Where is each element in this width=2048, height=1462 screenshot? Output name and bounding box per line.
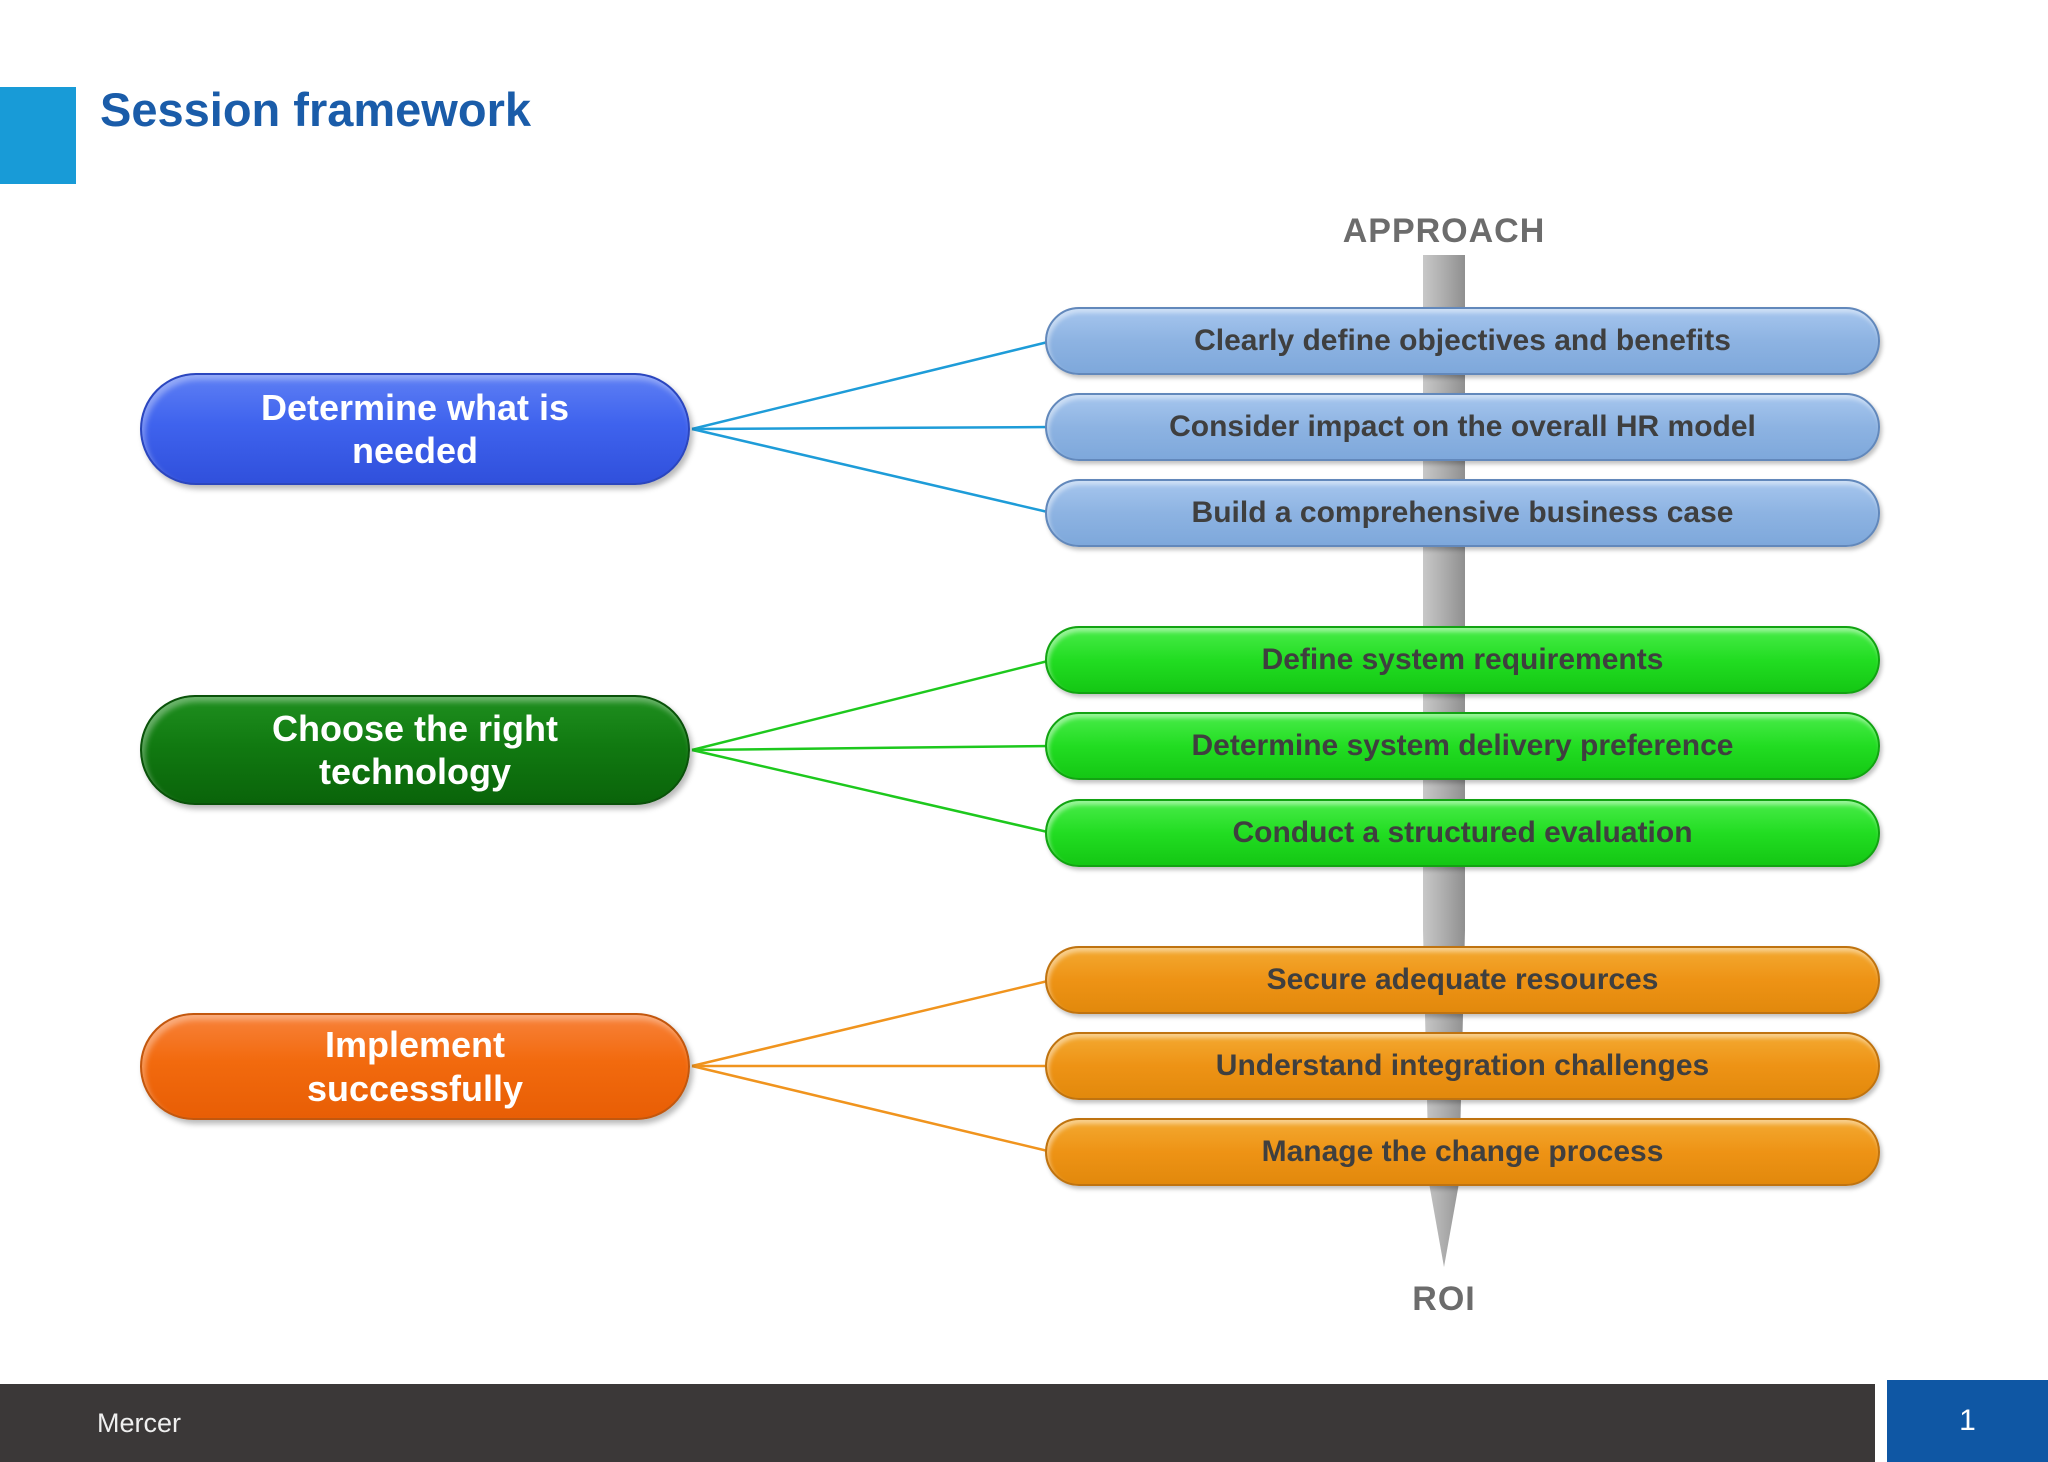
page-number: 1 (1959, 1404, 1976, 1437)
item-pill-system-requirements: Define system requirements (1045, 626, 1880, 694)
item-pill-structured-evaluation: Conduct a structured evaluation (1045, 799, 1880, 867)
connector-line (691, 744, 1053, 752)
connector-line (691, 748, 1053, 835)
footer-brand: Mercer (97, 1407, 182, 1438)
page-number-box: 1 (1887, 1380, 2048, 1462)
connector-line (691, 425, 1053, 431)
connector-line (691, 339, 1053, 431)
connector-line (691, 1064, 1053, 1154)
item-pill-adequate-resources: Secure adequate resources (1045, 946, 1880, 1014)
accent-square (0, 87, 76, 184)
item-pill-delivery-preference: Determine system delivery preference (1045, 712, 1880, 780)
connector-line (691, 658, 1053, 752)
item-pill-hr-model-impact: Consider impact on the overall HR model (1045, 393, 1880, 461)
approach-label: APPROACH (1342, 212, 1546, 250)
page-title: Session framework (100, 83, 532, 136)
category-pill-implement-successfully: Implement successfully (140, 1013, 690, 1120)
item-pill-define-objectives: Clearly define objectives and benefits (1045, 307, 1880, 375)
category-pill-determine-what-is-needed: Determine what is needed (140, 373, 690, 485)
footer-bar: Mercer (0, 1384, 1875, 1462)
roi-label: ROI (1412, 1280, 1476, 1318)
item-pill-business-case: Build a comprehensive business case (1045, 479, 1880, 547)
connector-line (691, 978, 1053, 1068)
item-pill-change-process: Manage the change process (1045, 1118, 1880, 1186)
item-pill-integration-challenges: Understand integration challenges (1045, 1032, 1880, 1100)
category-pill-choose-the-right-technology: Choose the right technology (140, 695, 690, 805)
connector-line (691, 427, 1053, 515)
